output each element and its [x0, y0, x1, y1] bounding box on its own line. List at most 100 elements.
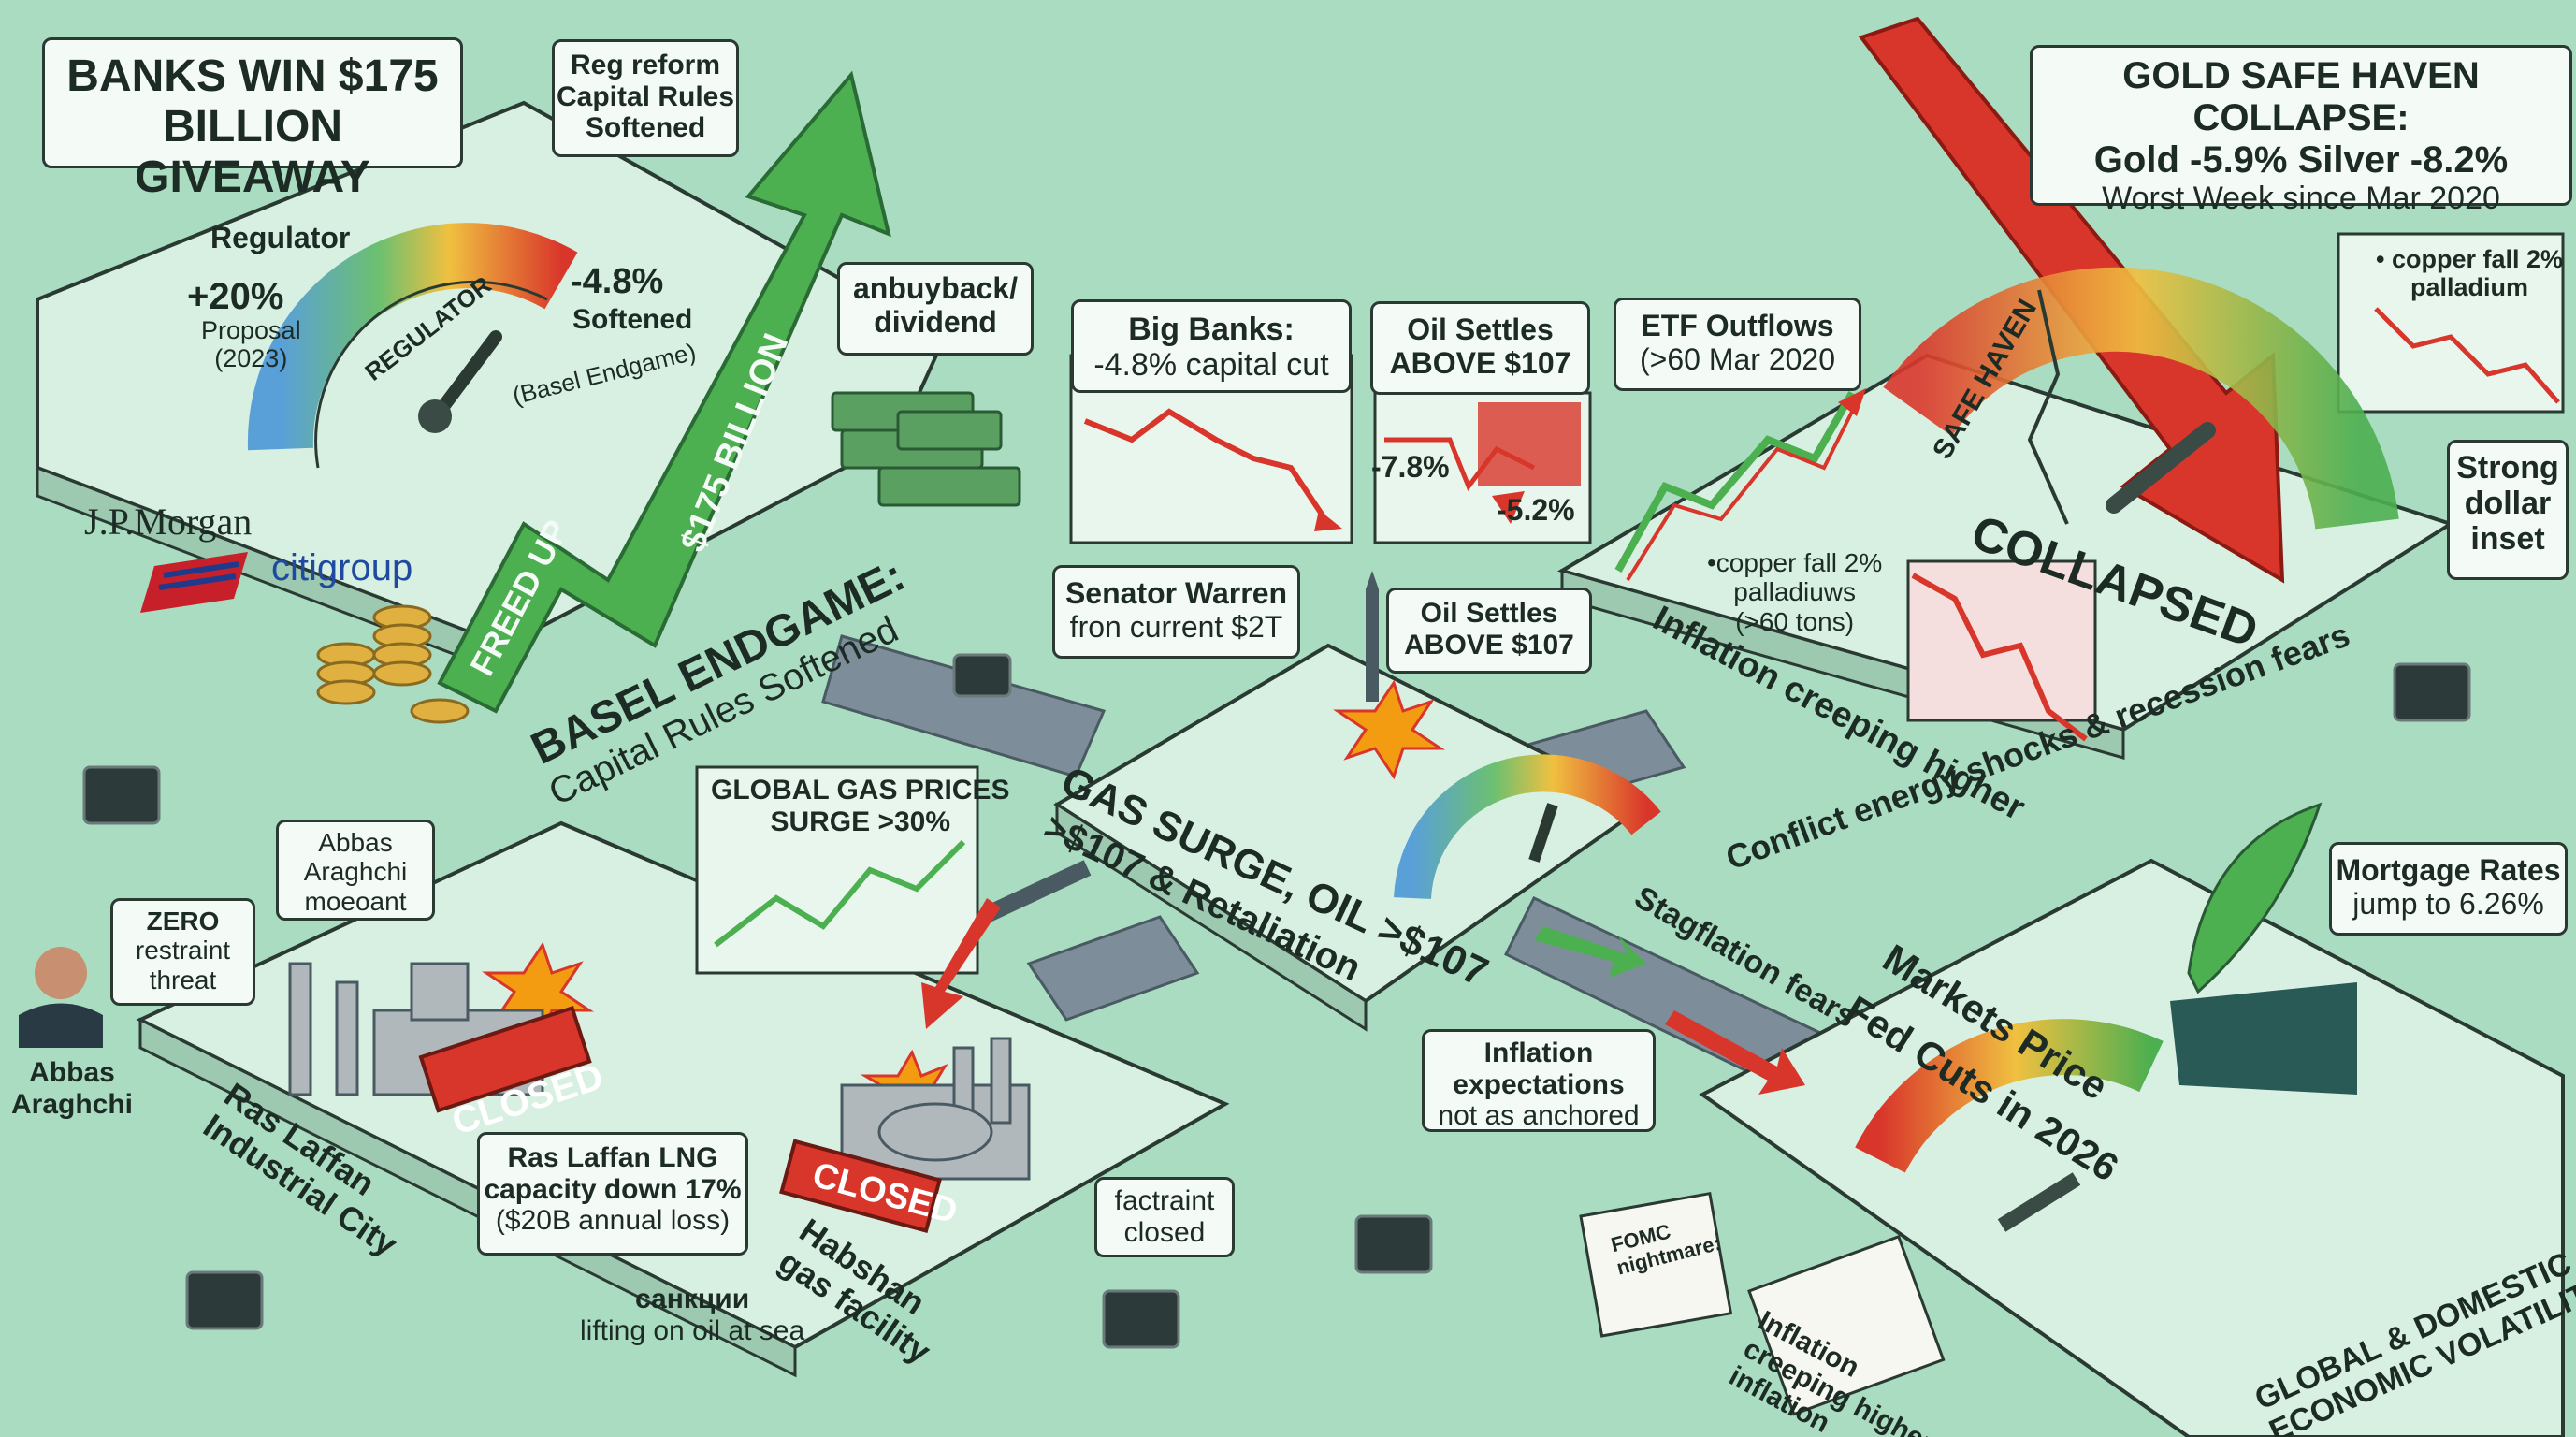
gold-subtitle: Worst Week since Mar 2020 — [2102, 181, 2500, 217]
gas-chart-line2: SURGE >30% — [770, 806, 951, 837]
gold-copper-note: • copper fall 2% palladium — [2376, 245, 2563, 301]
arrow-up-icon — [437, 70, 891, 714]
proposal-line1: Proposal — [201, 316, 301, 344]
sanctions-line2: lifting on oil at sea — [580, 1314, 805, 1346]
sanctions-label: санкции lifting on oil at sea — [580, 1284, 804, 1346]
etf-chart-svg — [1614, 388, 1866, 582]
reg-reform-line2: Capital Rules — [556, 80, 735, 112]
factraint-line2: closed — [1123, 1216, 1206, 1248]
arrow-right-icon — [1665, 1010, 1805, 1095]
reg-reform-box: Reg reform Capital Rules Softened — [552, 39, 739, 157]
gold-copper-line1: • copper fall 2% — [2376, 245, 2564, 273]
fed-gauge-icon — [1855, 1019, 2164, 1232]
dollar-line1: Strong — [2456, 450, 2559, 486]
reg-reform-line1: Reg reform — [570, 50, 721, 80]
etf-title: ETF Outflows — [1641, 309, 1834, 342]
mortgage-line1: Mortgage Rates — [2336, 853, 2561, 887]
quill-pen-icon — [2170, 802, 2357, 1095]
zero-restraint-box: ZERO restraint threat — [110, 898, 255, 1006]
gauge-icon — [247, 223, 578, 469]
dollar-line2: dollar — [2464, 486, 2552, 522]
zero-line3: threat — [149, 965, 217, 994]
gold-values: Gold -5.9% Silver -8.2% — [2093, 138, 2509, 181]
gold-headline-box: GOLD SAFE HAVEN COLLAPSE: Gold -5.9% Sil… — [2030, 45, 2572, 216]
strong-dollar-box: Strong dollar inset — [2447, 440, 2569, 580]
warren-subtitle: fron current $2T — [1069, 609, 1283, 644]
platform-oil — [1053, 643, 1650, 1032]
inflation-expect-line1: Inflation — [1483, 1038, 1594, 1068]
oil-settles-2-line1: Oil Settles — [1420, 598, 1558, 629]
cash-stack-icon — [831, 391, 1021, 507]
softened-label: Softened — [572, 304, 693, 335]
inflation-expect-line3: not as anchored — [1438, 1100, 1640, 1132]
reg-reform-line3: Softened — [585, 112, 706, 144]
oil-settles-2-line2: ABOVE $107 — [1404, 629, 1574, 660]
etf-box: ETF Outflows (>60 Mar 2020 — [1614, 298, 1861, 391]
oil-settles-line1: Oil Settles — [1407, 312, 1554, 346]
etf-subtitle: (>60 Mar 2020 — [1639, 341, 1835, 376]
person-icon — [19, 947, 103, 1048]
closed-banner-icon — [418, 1005, 942, 1233]
missile-icon — [982, 571, 1379, 923]
gold-copper-chart-svg — [2337, 232, 2565, 414]
citigroup-logo: citigroup — [271, 547, 413, 588]
jpmorgan-logo: J.P.Morgan — [84, 501, 253, 543]
ras-laffan-box-line1: Ras Laffan LNG — [507, 1142, 718, 1173]
coin-stack-icon — [316, 604, 470, 724]
factraint-box: factraint closed — [1094, 1177, 1235, 1257]
gas-chart-svg — [695, 765, 979, 975]
inflation-expect-line2: expectations — [1453, 1068, 1625, 1100]
proposal-value: +20% — [187, 276, 284, 317]
buyback-line1: anbuyback/ — [852, 271, 1019, 305]
person-name: Abbas Araghchi — [11, 1057, 133, 1120]
person-name-line1: Abbas — [29, 1057, 115, 1088]
gas-chart-line1: GLOBAL GAS PRICES — [711, 775, 1010, 806]
buyback-line2: dividend — [874, 304, 997, 339]
oil-chart-svg — [1373, 391, 1592, 544]
sanctions-line1: санкции — [634, 1284, 750, 1314]
bank-flag-icon — [140, 552, 248, 613]
factraint-line1: factraint — [1114, 1185, 1215, 1216]
buyback-box: anbuyback/ dividend — [837, 262, 1034, 356]
arrow-down-icon — [921, 898, 1001, 1029]
oil-left-value: -7.8% — [1371, 450, 1450, 484]
factory-icon — [288, 962, 1031, 1181]
zero-line2: restraint — [135, 936, 231, 965]
banks-headline-line2: BILLION GIVEAWAY — [135, 101, 370, 202]
proposal-label: Proposal (2023) — [201, 316, 301, 372]
abbas-box-line1: Abbas — [318, 828, 393, 857]
big-banks-subtitle: -4.8% capital cut — [1093, 347, 1329, 384]
big-banks-title: Big Banks: — [1128, 312, 1295, 347]
abbas-box-line2: Araghchi — [303, 857, 408, 887]
oil-settles-box: Oil Settles ABOVE $107 — [1370, 301, 1590, 395]
mortgage-line2: jump to 6.26% — [2352, 886, 2544, 921]
arrow-right-icon — [1534, 926, 1646, 978]
chip-icon — [82, 653, 2471, 1349]
gold-copper-line2: palladium — [2410, 273, 2529, 302]
ras-laffan-box-line2: capacity down 17% — [484, 1173, 742, 1205]
abbas-box: Abbas Araghchi moeoant — [276, 820, 435, 921]
softened-value: -4.8% — [571, 262, 664, 301]
big-banks-box: Big Banks: -4.8% capital cut — [1071, 299, 1352, 393]
abbas-box-line3: moeoant — [304, 886, 407, 916]
inflation-expectations-box: Inflation expectations not as anchored — [1422, 1029, 1656, 1132]
proposal-line2: (2023) — [214, 344, 288, 373]
copper-chart-svg — [1906, 559, 2097, 742]
safe-haven-gauge-icon — [1883, 267, 2399, 530]
gold-headline: GOLD SAFE HAVEN COLLAPSE: — [2122, 55, 2480, 138]
copper-note-line3: (>60 tons) — [1735, 606, 1855, 636]
warren-title: Senator Warren — [1064, 576, 1288, 610]
oil-gauge-icon — [1394, 754, 1661, 900]
mortgage-box: Mortgage Rates jump to 6.26% — [2329, 842, 2568, 936]
copper-note-line2: palladiuws — [1733, 577, 1856, 607]
oil-settles-2-box: Oil Settles ABOVE $107 — [1386, 588, 1592, 674]
banks-headline-box: BANKS WIN $175 BILLION GIVEAWAY — [42, 37, 463, 202]
zero-line1: ZERO — [146, 907, 220, 936]
gas-chart-title: GLOBAL GAS PRICES SURGE >30% — [711, 775, 1009, 837]
copper-note: •copper fall 2% palladiuws (>60 tons) — [1707, 548, 1882, 636]
warren-box: Senator Warren fron current $2T — [1052, 565, 1300, 659]
person-name-line2: Araghchi — [11, 1088, 134, 1120]
ras-laffan-box: Ras Laffan LNG capacity down 17% ($20B a… — [477, 1132, 748, 1256]
